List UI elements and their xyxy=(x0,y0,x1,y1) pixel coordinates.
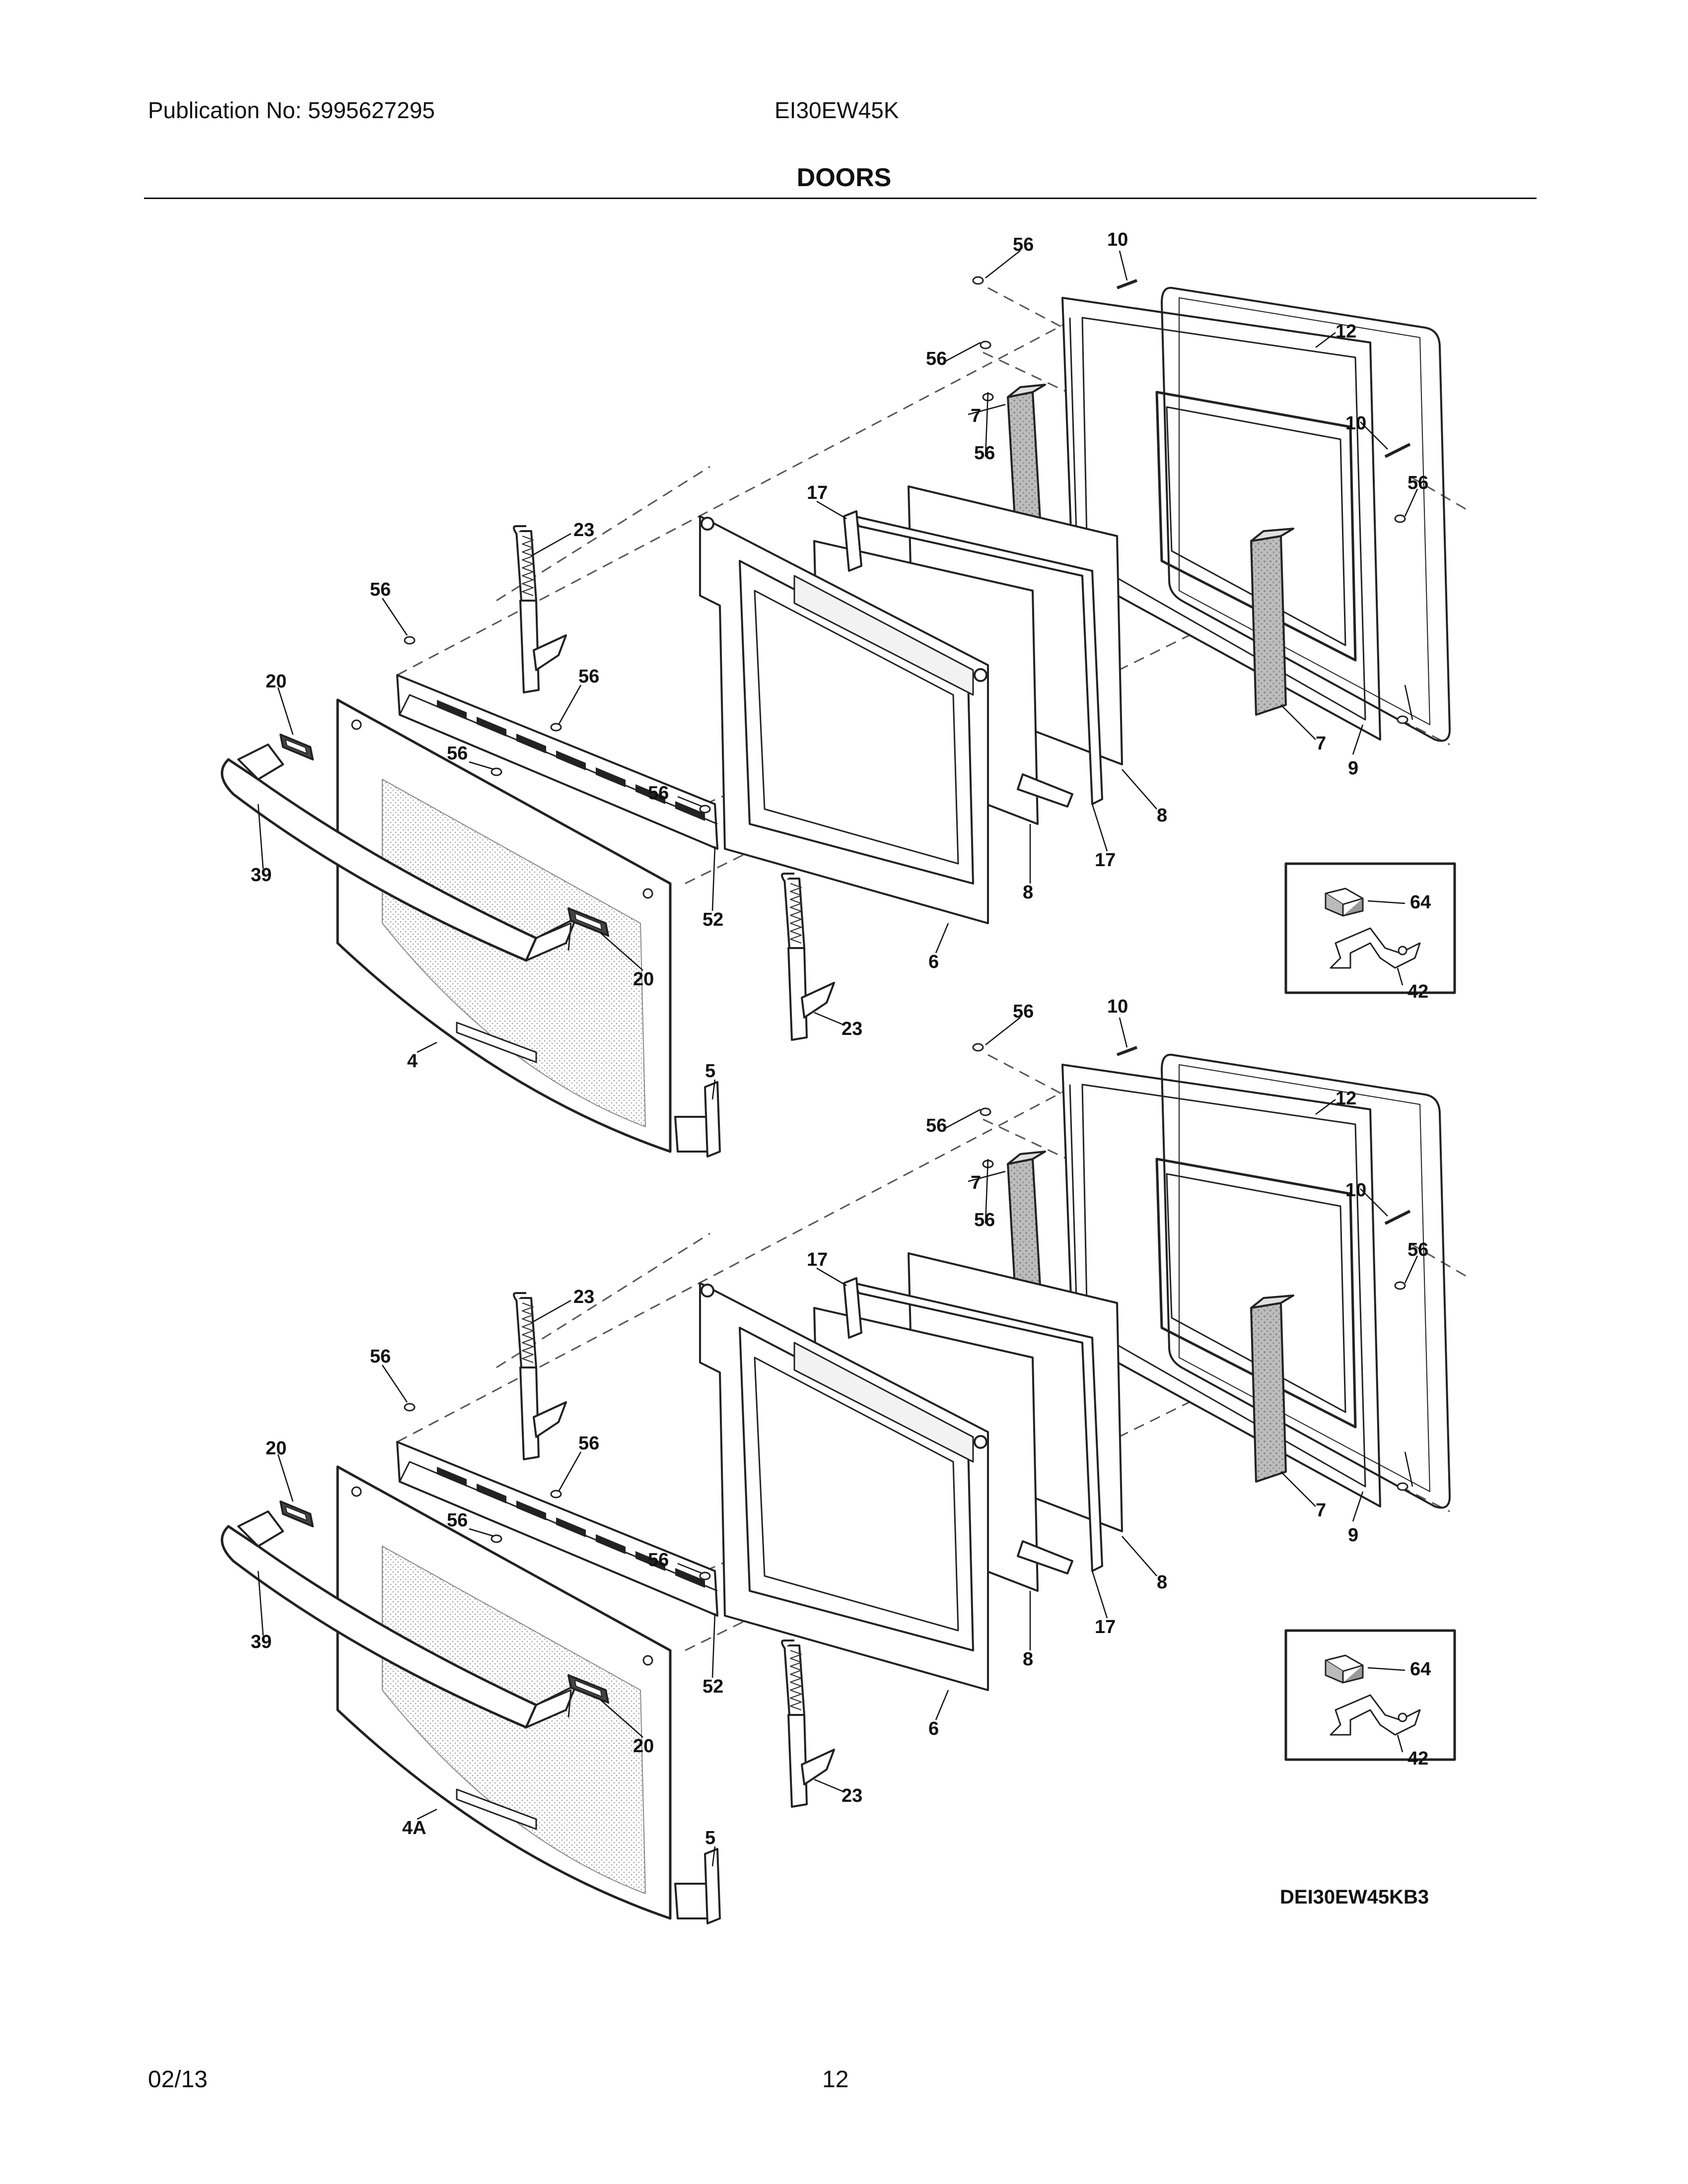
callout-10: 10 xyxy=(1107,229,1128,250)
callout-42: 42 xyxy=(1407,981,1428,1002)
page-number: 12 xyxy=(822,2066,849,2093)
callout-8: 8 xyxy=(1023,1649,1033,1670)
diagram-code: DEI30EW45KB3 xyxy=(1280,1886,1429,1908)
callout-56: 56 xyxy=(578,666,599,687)
callout-7: 7 xyxy=(971,1172,981,1193)
callout-56: 56 xyxy=(578,1433,599,1454)
callout-5: 5 xyxy=(705,1828,715,1848)
callout-12: 12 xyxy=(1336,1088,1356,1109)
callout-56: 56 xyxy=(370,1346,391,1367)
callout-5: 5 xyxy=(705,1061,715,1082)
callout-17: 17 xyxy=(1095,1617,1116,1638)
lower-door-assembly: 56 10 12 56 7 10 56 56 17 23 56 56 20 56… xyxy=(222,996,1470,1923)
callout-10: 10 xyxy=(1345,413,1366,434)
callout-8: 8 xyxy=(1157,1572,1167,1593)
callout-17: 17 xyxy=(807,482,828,503)
callout-56: 56 xyxy=(1407,473,1428,493)
callout-6: 6 xyxy=(928,952,939,972)
callout-39: 39 xyxy=(251,1632,272,1652)
callout-6: 6 xyxy=(928,1718,939,1739)
callout-12: 12 xyxy=(1336,321,1356,342)
upper-door-assembly: 56 10 12 56 7 10 56 56 17 23 56 56 20 56… xyxy=(222,229,1470,1157)
callout-9: 9 xyxy=(1348,758,1358,779)
callout-39: 39 xyxy=(251,865,272,886)
callout-64: 64 xyxy=(1410,892,1431,913)
callout-8: 8 xyxy=(1023,882,1033,903)
page-title: DOORS xyxy=(796,163,892,192)
callout-23: 23 xyxy=(842,1019,862,1039)
callout-56: 56 xyxy=(648,783,669,804)
callout-17: 17 xyxy=(807,1249,828,1270)
callout-10: 10 xyxy=(1107,996,1128,1017)
model-number: EI30EW45K xyxy=(774,97,899,123)
callout-7: 7 xyxy=(971,406,981,426)
upper-callouts: 56 10 12 56 7 10 56 56 17 23 56 56 20 56… xyxy=(251,229,1431,1082)
callout-56: 56 xyxy=(447,743,468,764)
callout-20: 20 xyxy=(633,1736,654,1757)
callout-56: 56 xyxy=(447,1510,468,1531)
callout-4: 4 xyxy=(407,1051,418,1072)
callout-56: 56 xyxy=(1013,1001,1034,1022)
callout-56: 56 xyxy=(370,579,391,600)
footer-date: 02/13 xyxy=(148,2066,208,2093)
publication-number: Publication No: 5995627295 xyxy=(148,97,435,123)
callout-64: 64 xyxy=(1410,1659,1431,1680)
callout-7: 7 xyxy=(1316,1500,1326,1521)
callout-23: 23 xyxy=(842,1785,862,1806)
callout-20: 20 xyxy=(633,969,654,990)
callout-17: 17 xyxy=(1095,850,1116,871)
callout-20: 20 xyxy=(266,671,286,692)
callout-52: 52 xyxy=(703,909,723,930)
callout-42: 42 xyxy=(1407,1748,1428,1769)
callout-4A: 4A xyxy=(402,1818,426,1839)
callout-7: 7 xyxy=(1316,733,1326,754)
callout-23: 23 xyxy=(573,1287,594,1307)
callout-20: 20 xyxy=(266,1438,286,1459)
callout-56: 56 xyxy=(926,348,947,369)
callout-56: 56 xyxy=(974,443,995,464)
callout-56: 56 xyxy=(1407,1239,1428,1260)
title-rule xyxy=(144,198,1537,199)
callout-56: 56 xyxy=(974,1210,995,1230)
callout-56: 56 xyxy=(926,1115,947,1136)
callout-52: 52 xyxy=(703,1676,723,1697)
callout-10: 10 xyxy=(1345,1180,1366,1201)
callout-9: 9 xyxy=(1348,1525,1358,1546)
lower-callouts: 56 10 12 56 7 10 56 56 17 23 56 56 20 56… xyxy=(251,996,1431,1848)
callout-56: 56 xyxy=(648,1550,669,1570)
callout-56: 56 xyxy=(1013,234,1034,255)
callout-23: 23 xyxy=(573,520,594,541)
callout-8: 8 xyxy=(1157,805,1167,826)
